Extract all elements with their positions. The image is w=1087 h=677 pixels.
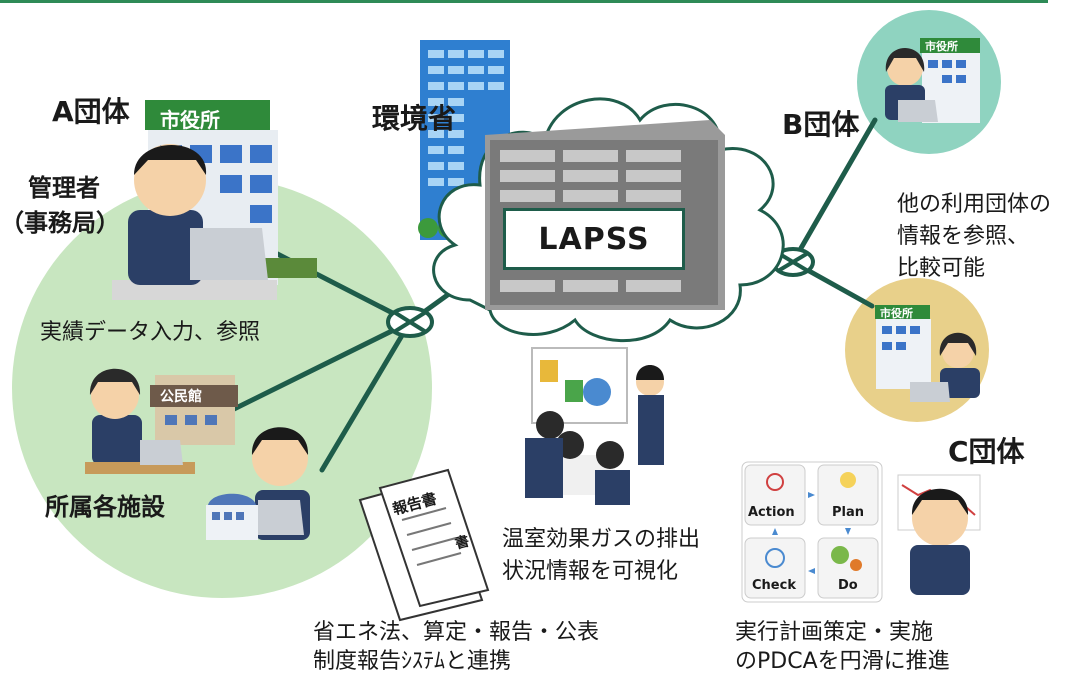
community-hall-sign: 公民館 <box>160 389 202 405</box>
pdca-diagram <box>741 461 883 603</box>
facilities-label: 所属各施設 <box>45 493 165 521</box>
facility-building <box>206 493 258 540</box>
pdca-plan-label: Plan <box>832 505 865 520</box>
compare-text-2: 情報を参照、 <box>897 224 1030 249</box>
org-c-label: C団体 <box>948 435 1025 468</box>
compare-text-1: 他の利用団体の <box>897 192 1052 217</box>
lapss-label: LAPSS <box>538 221 650 257</box>
admin-label: 管理者 <box>28 174 100 202</box>
law-text-1: 省エネ法、算定・報告・公表 <box>313 620 600 645</box>
pdca-text-1: 実行計画策定・実施 <box>735 620 934 645</box>
pdca-check-label: Check <box>752 578 796 593</box>
city-hall-a-sign: 市役所 <box>160 108 220 132</box>
pdca-text-2: のPDCAを円滑に推進 <box>735 649 950 674</box>
staff-person-2 <box>251 427 310 540</box>
ghg-text-1: 温室効果ガスの排出 <box>502 527 701 552</box>
report-papers <box>358 468 490 622</box>
top-divider <box>0 0 1048 3</box>
compare-text-3: 比較可能 <box>897 256 986 281</box>
law-text-2: 制度報告ｼｽﾃﾑと連携 <box>313 649 512 674</box>
secretariat-label: （事務局） <box>0 209 120 237</box>
data-entry-label: 実績データ入力、参照 <box>40 320 261 345</box>
ghg-text-2: 状況情報を可視化 <box>502 559 679 584</box>
city-hall-b-sign: 市役所 <box>925 40 958 53</box>
org-a-label: A団体 <box>52 95 130 128</box>
community-hall <box>150 375 238 445</box>
pdca-do-label: Do <box>838 578 858 593</box>
ministry-label: 環境省 <box>372 102 457 135</box>
staff-person-1 <box>85 368 195 474</box>
happy-businessman <box>897 474 981 595</box>
admin-person <box>128 144 268 285</box>
pdca-action-label: Action <box>748 505 795 520</box>
city-hall-c <box>875 305 980 402</box>
org-b-label: B団体 <box>782 108 860 141</box>
city-hall-b <box>885 38 980 123</box>
meeting-illustration <box>525 347 664 505</box>
city-hall-c-sign: 市役所 <box>880 307 913 320</box>
lapss-system-box: LAPSS <box>503 208 685 270</box>
